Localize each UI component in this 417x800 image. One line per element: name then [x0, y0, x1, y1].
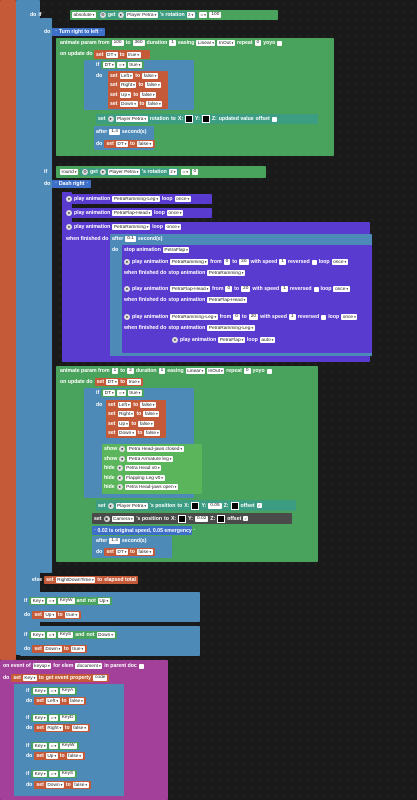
outer-event-bar[interactable]: [0, 0, 16, 660]
absolute-dropdown[interactable]: absolute: [72, 12, 96, 18]
player-dropdown[interactable]: Player Petra: [125, 12, 158, 18]
value-100[interactable]: 100: [209, 12, 222, 18]
if-branch-bar[interactable]: [40, 18, 52, 573]
operator-dropdown[interactable]: =: [198, 12, 208, 18]
do-label: do: [30, 12, 37, 18]
set-camera-block[interactable]: [92, 513, 292, 524]
gear-icon: ⚙: [99, 12, 106, 18]
player-icon: ●: [117, 12, 124, 18]
do-turn-row: do “ Turn right to left ”: [44, 28, 106, 36]
player-icon: ●: [99, 169, 106, 175]
turn-comment-block[interactable]: “ Turn right to left ”: [52, 28, 106, 36]
if-label: if: [38, 12, 42, 18]
animate-row-1: animate param from 100 to 360 duration 1…: [60, 39, 283, 47]
outer-if-bar[interactable]: [16, 0, 40, 655]
set-dt-true-1[interactable]: [94, 50, 150, 59]
player-icon: ●: [107, 116, 114, 122]
on-update-label: on update do: [60, 51, 93, 57]
get-rotation-block[interactable]: ⚙ get ● Player Petra 's rotation z: [97, 11, 197, 19]
compare-row: absolute ⚙ get ● Player Petra 's rotatio…: [72, 11, 222, 19]
axis-dropdown[interactable]: z: [186, 12, 195, 18]
camera-icon: ◉: [103, 515, 110, 522]
top-if-row[interactable]: do if: [30, 11, 42, 19]
dash-right-comment[interactable]: “Dash right”: [52, 180, 91, 188]
gear-icon: ⚙: [82, 169, 89, 175]
set-right-down-time[interactable]: setRightDownTimetoelapsed total: [44, 576, 138, 584]
speed-comment[interactable]: [92, 526, 192, 535]
yoyo-checkbox[interactable]: [277, 40, 283, 46]
